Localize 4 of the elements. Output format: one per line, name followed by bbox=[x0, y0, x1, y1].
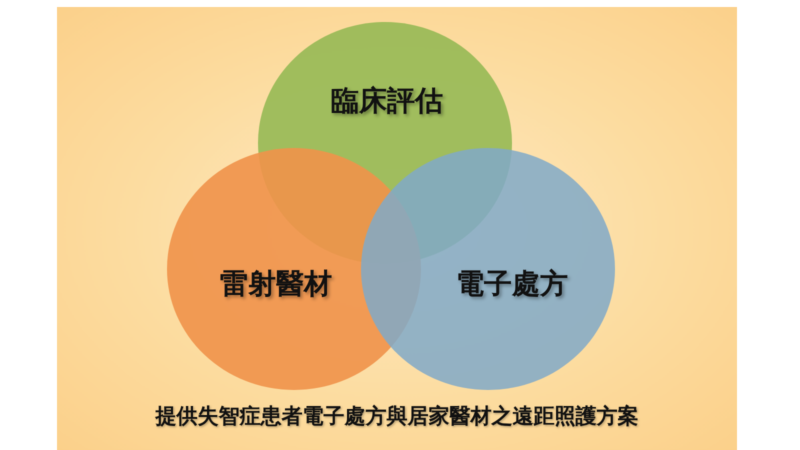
circle-label: 電子處方 bbox=[456, 270, 568, 298]
caption: 提供失智症患者電子處方與居家醫材之遠距照護方案 bbox=[156, 406, 638, 427]
circle-label: 雷射醫材 bbox=[220, 270, 332, 298]
circle-label: 臨床評估 bbox=[331, 87, 443, 115]
